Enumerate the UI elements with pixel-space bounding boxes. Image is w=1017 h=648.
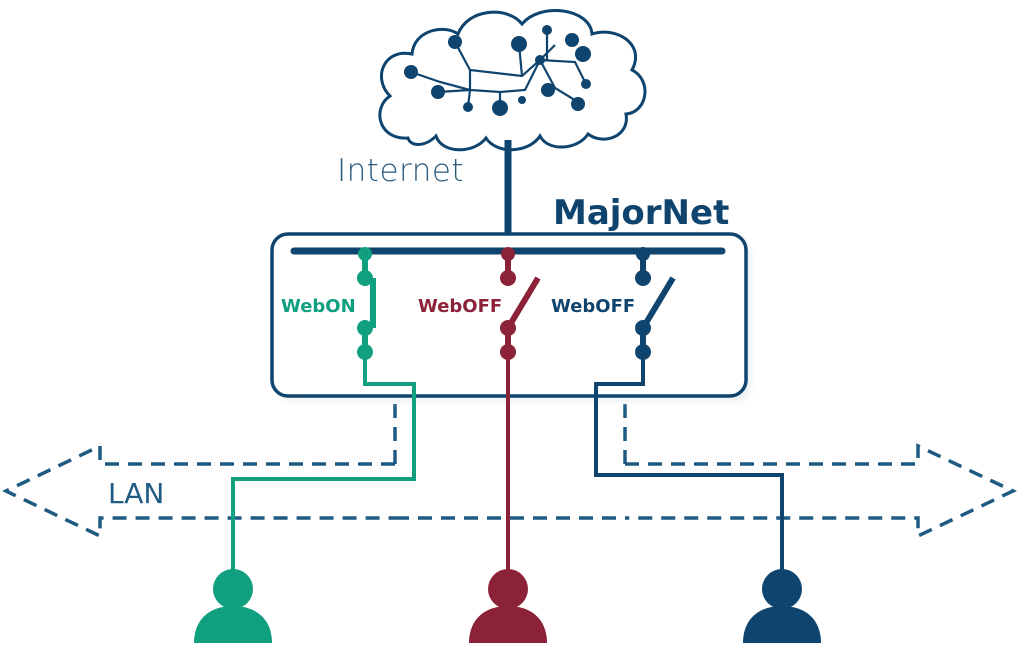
switch-label-webon: WebON	[281, 296, 356, 317]
majornet-label: MajorNet	[553, 193, 730, 233]
switch-weboff-1[interactable]	[500, 247, 541, 360]
switch-weboff-2[interactable]	[635, 247, 676, 360]
switch-label-weboff-red: WebOFF	[418, 296, 503, 317]
link-green	[231, 352, 416, 576]
user-icon	[469, 569, 547, 643]
user-icon	[194, 569, 272, 643]
switch-label-weboff-blue: WebOFF	[551, 296, 636, 317]
link-blue	[594, 352, 784, 576]
lan-label: LAN	[108, 477, 165, 510]
internet-label: Internet	[337, 153, 465, 189]
switch-webon[interactable]	[357, 247, 376, 360]
cloud-icon	[378, 9, 647, 152]
user-icon	[743, 569, 821, 643]
